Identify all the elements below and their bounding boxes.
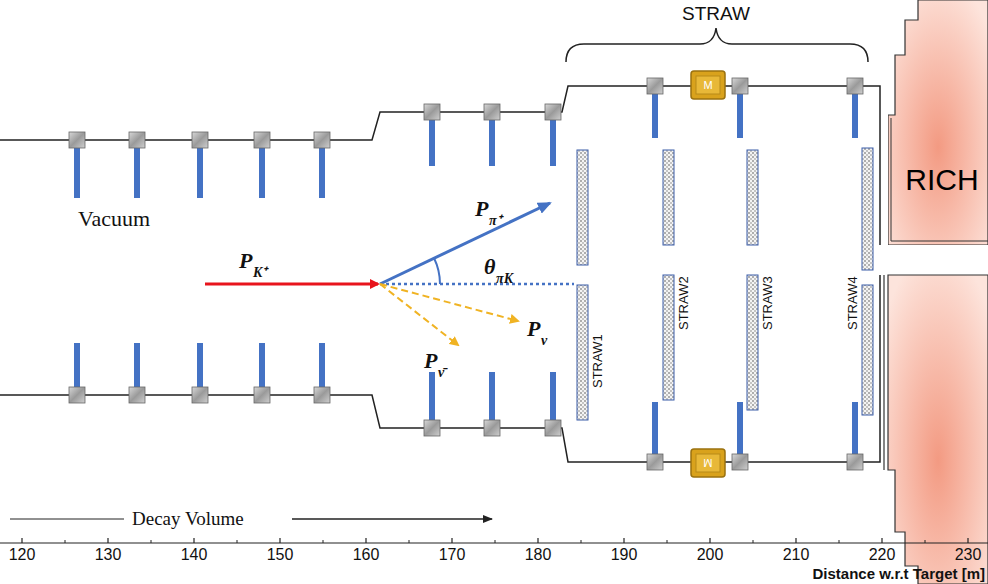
station-mount xyxy=(545,420,561,436)
station-bar xyxy=(319,343,325,387)
momentum-symbol: P xyxy=(475,198,488,220)
station-mount xyxy=(69,387,85,403)
momentum-subscript: ν xyxy=(541,334,547,348)
axis-tick-label: 200 xyxy=(697,547,724,563)
station-mount xyxy=(314,132,330,148)
station-bar xyxy=(197,148,203,198)
momentum-subscript: ν̄ xyxy=(438,366,444,380)
station-mount xyxy=(254,132,270,148)
axis-tick-label: 230 xyxy=(955,547,982,563)
axis-tick-label: 210 xyxy=(783,547,810,563)
station-bar xyxy=(737,94,743,138)
station-bar xyxy=(852,94,858,138)
station-bar xyxy=(550,372,556,420)
momentum-symbol: P xyxy=(527,318,540,340)
station-mount xyxy=(129,387,145,403)
chamber-label: STRAW3 xyxy=(761,276,774,330)
station-bar xyxy=(489,120,495,166)
angle-subscript: πK xyxy=(496,272,513,286)
momentum-subscript: π⁺ xyxy=(489,214,502,228)
station-bar xyxy=(852,402,858,454)
magnet-label: M xyxy=(703,80,712,91)
region-label: Vacuum xyxy=(78,208,150,230)
station-mount xyxy=(847,454,863,470)
station-mount xyxy=(69,132,85,148)
magnet-label: M xyxy=(703,458,712,469)
axis-tick-label: 150 xyxy=(267,547,294,563)
magnet-box: M xyxy=(690,70,726,100)
station-mount xyxy=(732,454,748,470)
momentum-subscript: K⁺ xyxy=(253,266,267,280)
axis-tick-label: 190 xyxy=(611,547,638,563)
chamber-label: STRAW2 xyxy=(677,276,690,330)
station-bar xyxy=(319,148,325,198)
station-mount xyxy=(647,78,663,94)
axis-tick-label: 170 xyxy=(439,547,466,563)
station-bar xyxy=(429,372,435,420)
magnet-box: M xyxy=(690,448,726,478)
station-bar xyxy=(259,343,265,387)
station-mount xyxy=(314,387,330,403)
station-mount xyxy=(732,78,748,94)
station-mount xyxy=(484,420,500,436)
axis-tick-label: 140 xyxy=(181,547,208,563)
axis-tick-label: 160 xyxy=(353,547,380,563)
station-bar xyxy=(259,148,265,198)
chamber-label: STRAW4 xyxy=(846,276,859,330)
axis-tick-label: 220 xyxy=(869,547,896,563)
station-mount xyxy=(545,104,561,120)
station-mount xyxy=(129,132,145,148)
axis-tick-label: 180 xyxy=(525,547,552,563)
station-mount xyxy=(192,132,208,148)
node-shape xyxy=(888,0,988,245)
momentum-symbol: P xyxy=(424,350,437,372)
station-bar xyxy=(197,343,203,387)
station-mount xyxy=(647,454,663,470)
axis-title: Distance w.r.t Target [m] xyxy=(812,566,985,581)
axis-tick-label: 130 xyxy=(95,547,122,563)
axis-tick-label: 120 xyxy=(9,547,36,563)
rich-detector: RICH xyxy=(888,0,988,245)
station-mount xyxy=(192,387,208,403)
station-mount xyxy=(424,420,440,436)
momentum-symbol: P xyxy=(239,250,252,272)
station-bar xyxy=(134,343,140,387)
station-bar xyxy=(429,120,435,166)
station-bar xyxy=(74,343,80,387)
detector-name: RICH xyxy=(905,165,978,195)
station-bar xyxy=(134,148,140,198)
station-bar xyxy=(652,402,658,454)
station-bar xyxy=(74,148,80,198)
station-bar xyxy=(489,372,495,420)
bracket-title: STRAW xyxy=(682,4,750,23)
station-bar xyxy=(550,120,556,166)
station-bar xyxy=(737,402,743,454)
region-label: Decay Volume xyxy=(132,509,244,528)
station-mount xyxy=(847,78,863,94)
chamber-label: STRAW1 xyxy=(591,334,604,388)
station-mount xyxy=(424,104,440,120)
angle-symbol: θ xyxy=(484,256,495,278)
station-mount xyxy=(484,104,500,120)
station-bar xyxy=(652,94,658,138)
station-mount xyxy=(254,387,270,403)
